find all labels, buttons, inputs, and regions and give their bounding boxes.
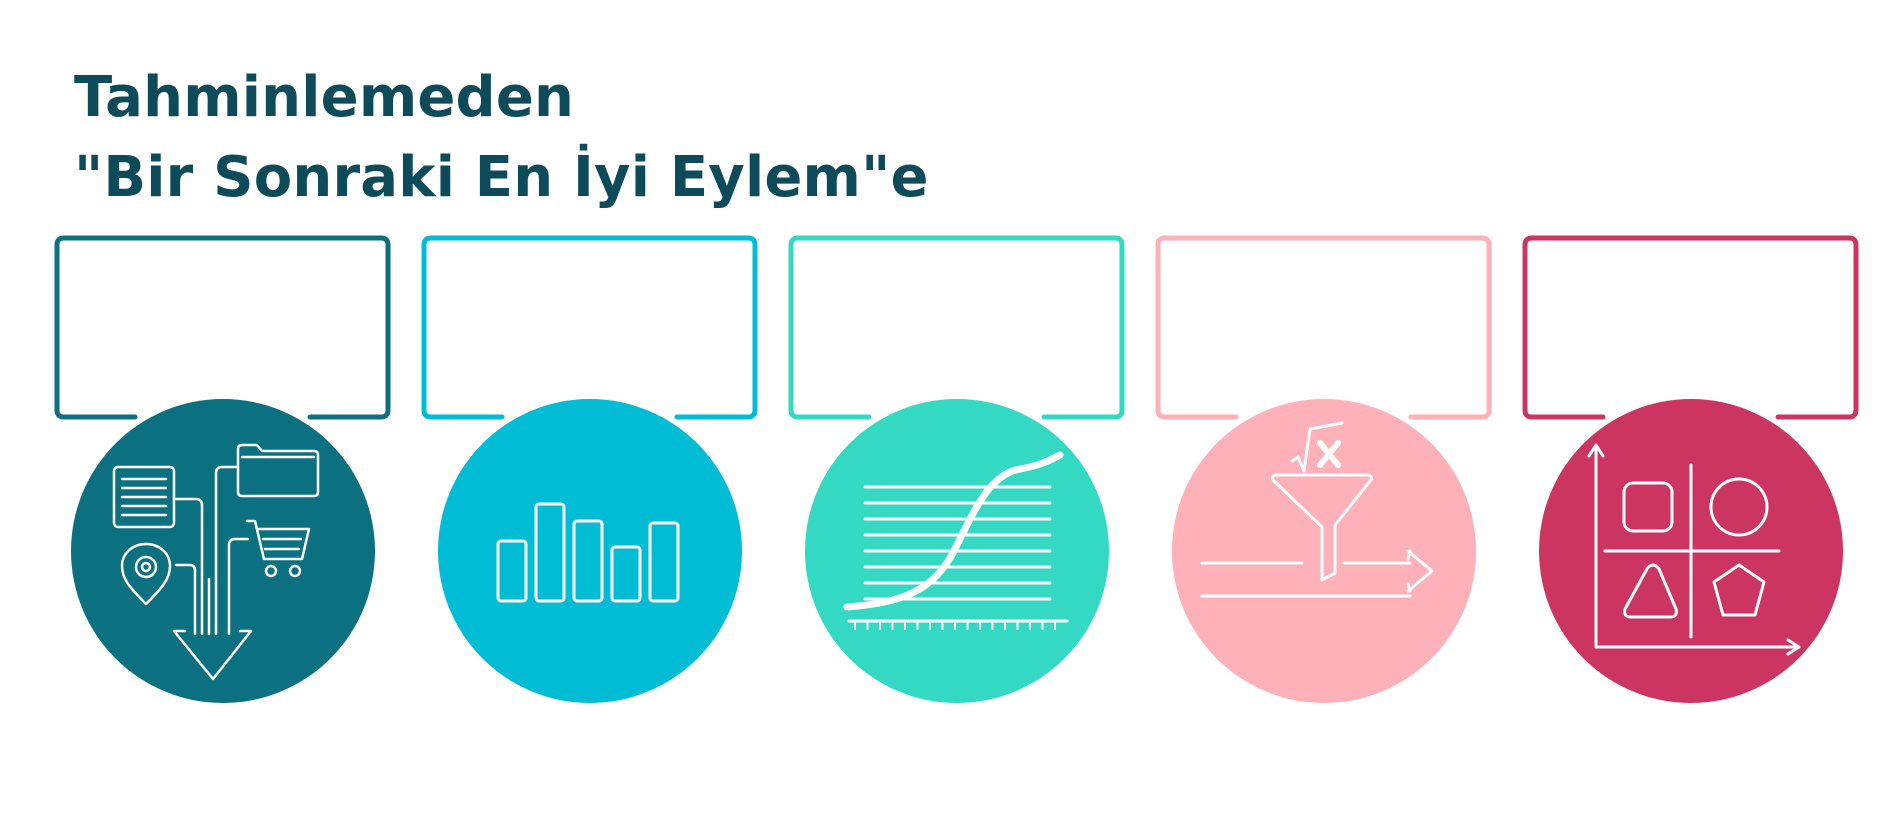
step-3: [788, 235, 1125, 705]
data-sources-merge-icon: [112, 443, 320, 681]
step-1-circle: [71, 399, 375, 703]
bar-chart-icon: [496, 502, 680, 603]
step-2-text: [433, 247, 746, 397]
shape-quadrant-icon: [1587, 443, 1801, 656]
step-4-text: [1167, 247, 1480, 397]
step-4: [1155, 235, 1492, 705]
step-1-text: [66, 247, 379, 397]
title-line-2: "Bir Sonraki En İyi Eylem"e: [74, 145, 929, 210]
formula-funnel-icon: [1200, 421, 1434, 598]
step-3-text: [800, 247, 1113, 397]
step-1-text-box: [54, 235, 391, 420]
step-5-circle: [1539, 399, 1843, 703]
step-2-circle: [438, 399, 742, 703]
step-4-circle: [1172, 399, 1476, 703]
step-2-text-box: [421, 235, 758, 420]
step-1: [54, 235, 391, 705]
s-curve-chart-icon: [843, 451, 1069, 630]
step-4-text-box: [1155, 235, 1492, 420]
step-3-text-box: [788, 235, 1125, 420]
step-2: [421, 235, 758, 705]
page-title: Tahminlemeden "Bir Sonraki En İyi Eylem"…: [74, 58, 929, 218]
step-5-text: [1534, 247, 1847, 397]
step-5-text-box: [1522, 235, 1859, 420]
title-line-1: Tahminlemeden: [74, 65, 575, 130]
step-5: [1522, 235, 1859, 705]
step-3-circle: [805, 399, 1109, 703]
